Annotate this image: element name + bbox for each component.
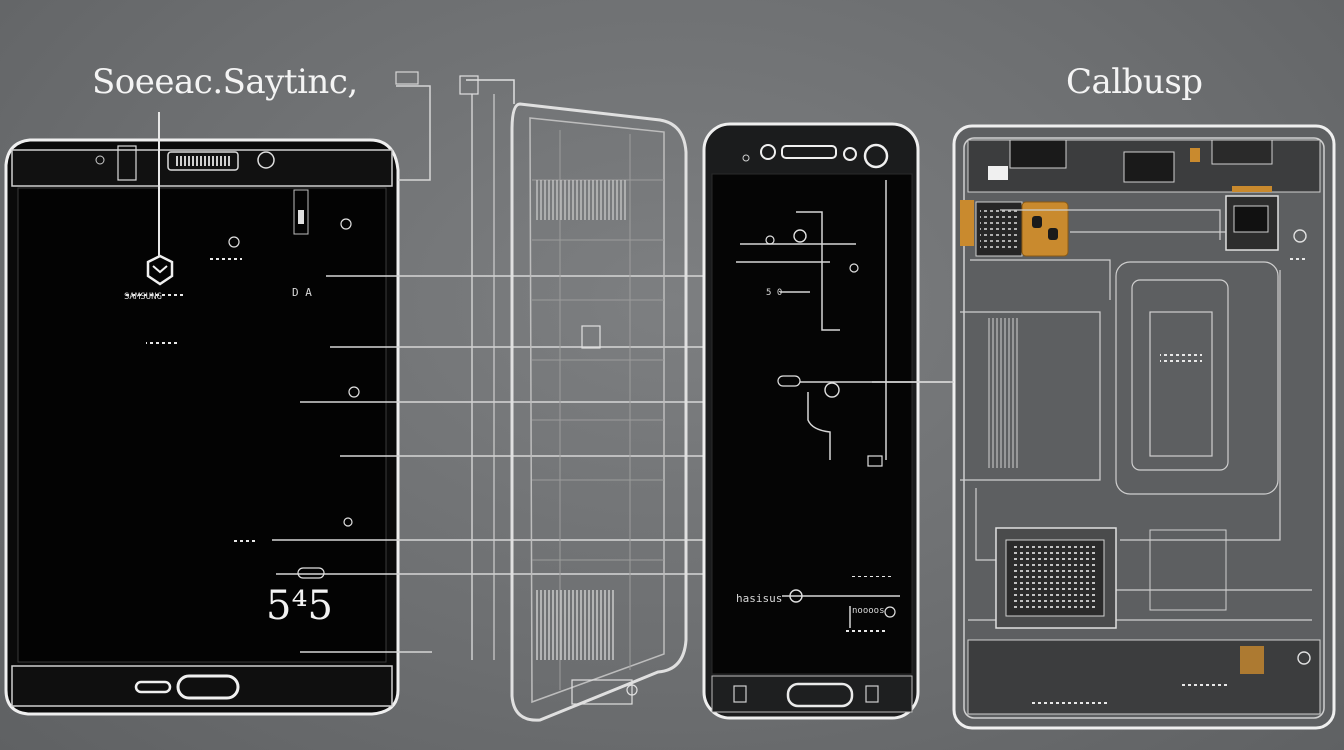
front-label-b: 5 0 <box>766 288 783 298</box>
phone-frame-transparent <box>459 75 688 722</box>
speaker-slot <box>781 145 837 159</box>
phone-front <box>4 71 712 716</box>
front-label-a: D A <box>292 286 312 299</box>
logo-text-label: SAMSUNG <box>124 292 162 302</box>
side-label-b: noooos <box>852 606 885 616</box>
phone-internals <box>872 124 1336 730</box>
earpiece-speaker <box>167 151 239 171</box>
diagram-title-left: Soeeac.Saytinc, <box>92 62 358 102</box>
diagram-title-right: Calbusp <box>1066 62 1203 102</box>
camera-lens-icon <box>863 143 889 169</box>
model-number: 5⁴5 <box>266 583 333 629</box>
front-camera-icon <box>257 151 275 169</box>
side-label-a: hasisus <box>736 592 783 605</box>
home-button <box>176 674 240 700</box>
phone-middle <box>702 122 950 720</box>
